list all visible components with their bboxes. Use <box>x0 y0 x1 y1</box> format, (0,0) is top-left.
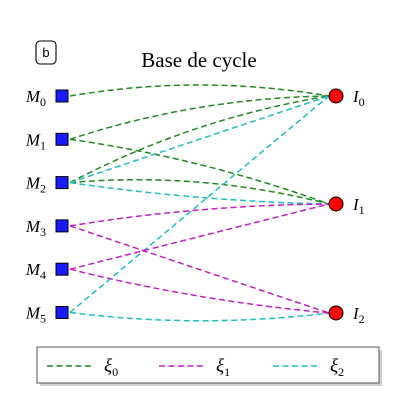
node-i1-label: I1 <box>352 195 365 217</box>
edge-xi0-m0-i0 <box>69 84 330 97</box>
edge-xi2-m2-i0 <box>69 95 330 184</box>
node-m2 <box>55 176 69 190</box>
edge-layer <box>69 84 330 322</box>
node-i0-label: I0 <box>352 87 365 109</box>
edge-xi2-m5-i2 <box>69 311 330 322</box>
node-m5 <box>55 306 69 319</box>
edge-xi0-m2-i0 <box>69 95 330 184</box>
edge-xi1-m4-i1 <box>69 203 330 270</box>
node-m0-label: M0 <box>25 87 46 109</box>
node-m4 <box>55 262 69 276</box>
node-m4-label: M4 <box>25 260 46 282</box>
node-m5-label: M5 <box>25 304 46 326</box>
edge-xi0-m1-i1 <box>69 138 330 205</box>
node-m1-label: M1 <box>25 130 46 152</box>
node-m2-label: M2 <box>25 174 46 196</box>
node-m3-label: M3 <box>25 217 46 239</box>
node-i1 <box>328 196 344 212</box>
panel-badge: b <box>35 40 57 65</box>
edge-xi1-m4-i2 <box>69 268 330 314</box>
edge-xi1-m3-i1 <box>69 203 330 227</box>
node-m1 <box>55 132 69 146</box>
edge-xi1-m3-i2 <box>69 225 330 314</box>
panel-badge-label: b <box>42 45 49 60</box>
edge-xi2-m2-i1 <box>69 181 330 205</box>
node-i0 <box>328 88 344 104</box>
diagram-title: Base de cycle <box>141 48 256 72</box>
edge-xi0-m1-i0 <box>69 95 330 141</box>
edge-xi0-m2-i1 <box>69 178 330 205</box>
node-m3 <box>55 219 69 233</box>
node-i2 <box>328 305 344 321</box>
node-m0 <box>55 89 69 103</box>
node-i2-label: I2 <box>352 304 365 326</box>
